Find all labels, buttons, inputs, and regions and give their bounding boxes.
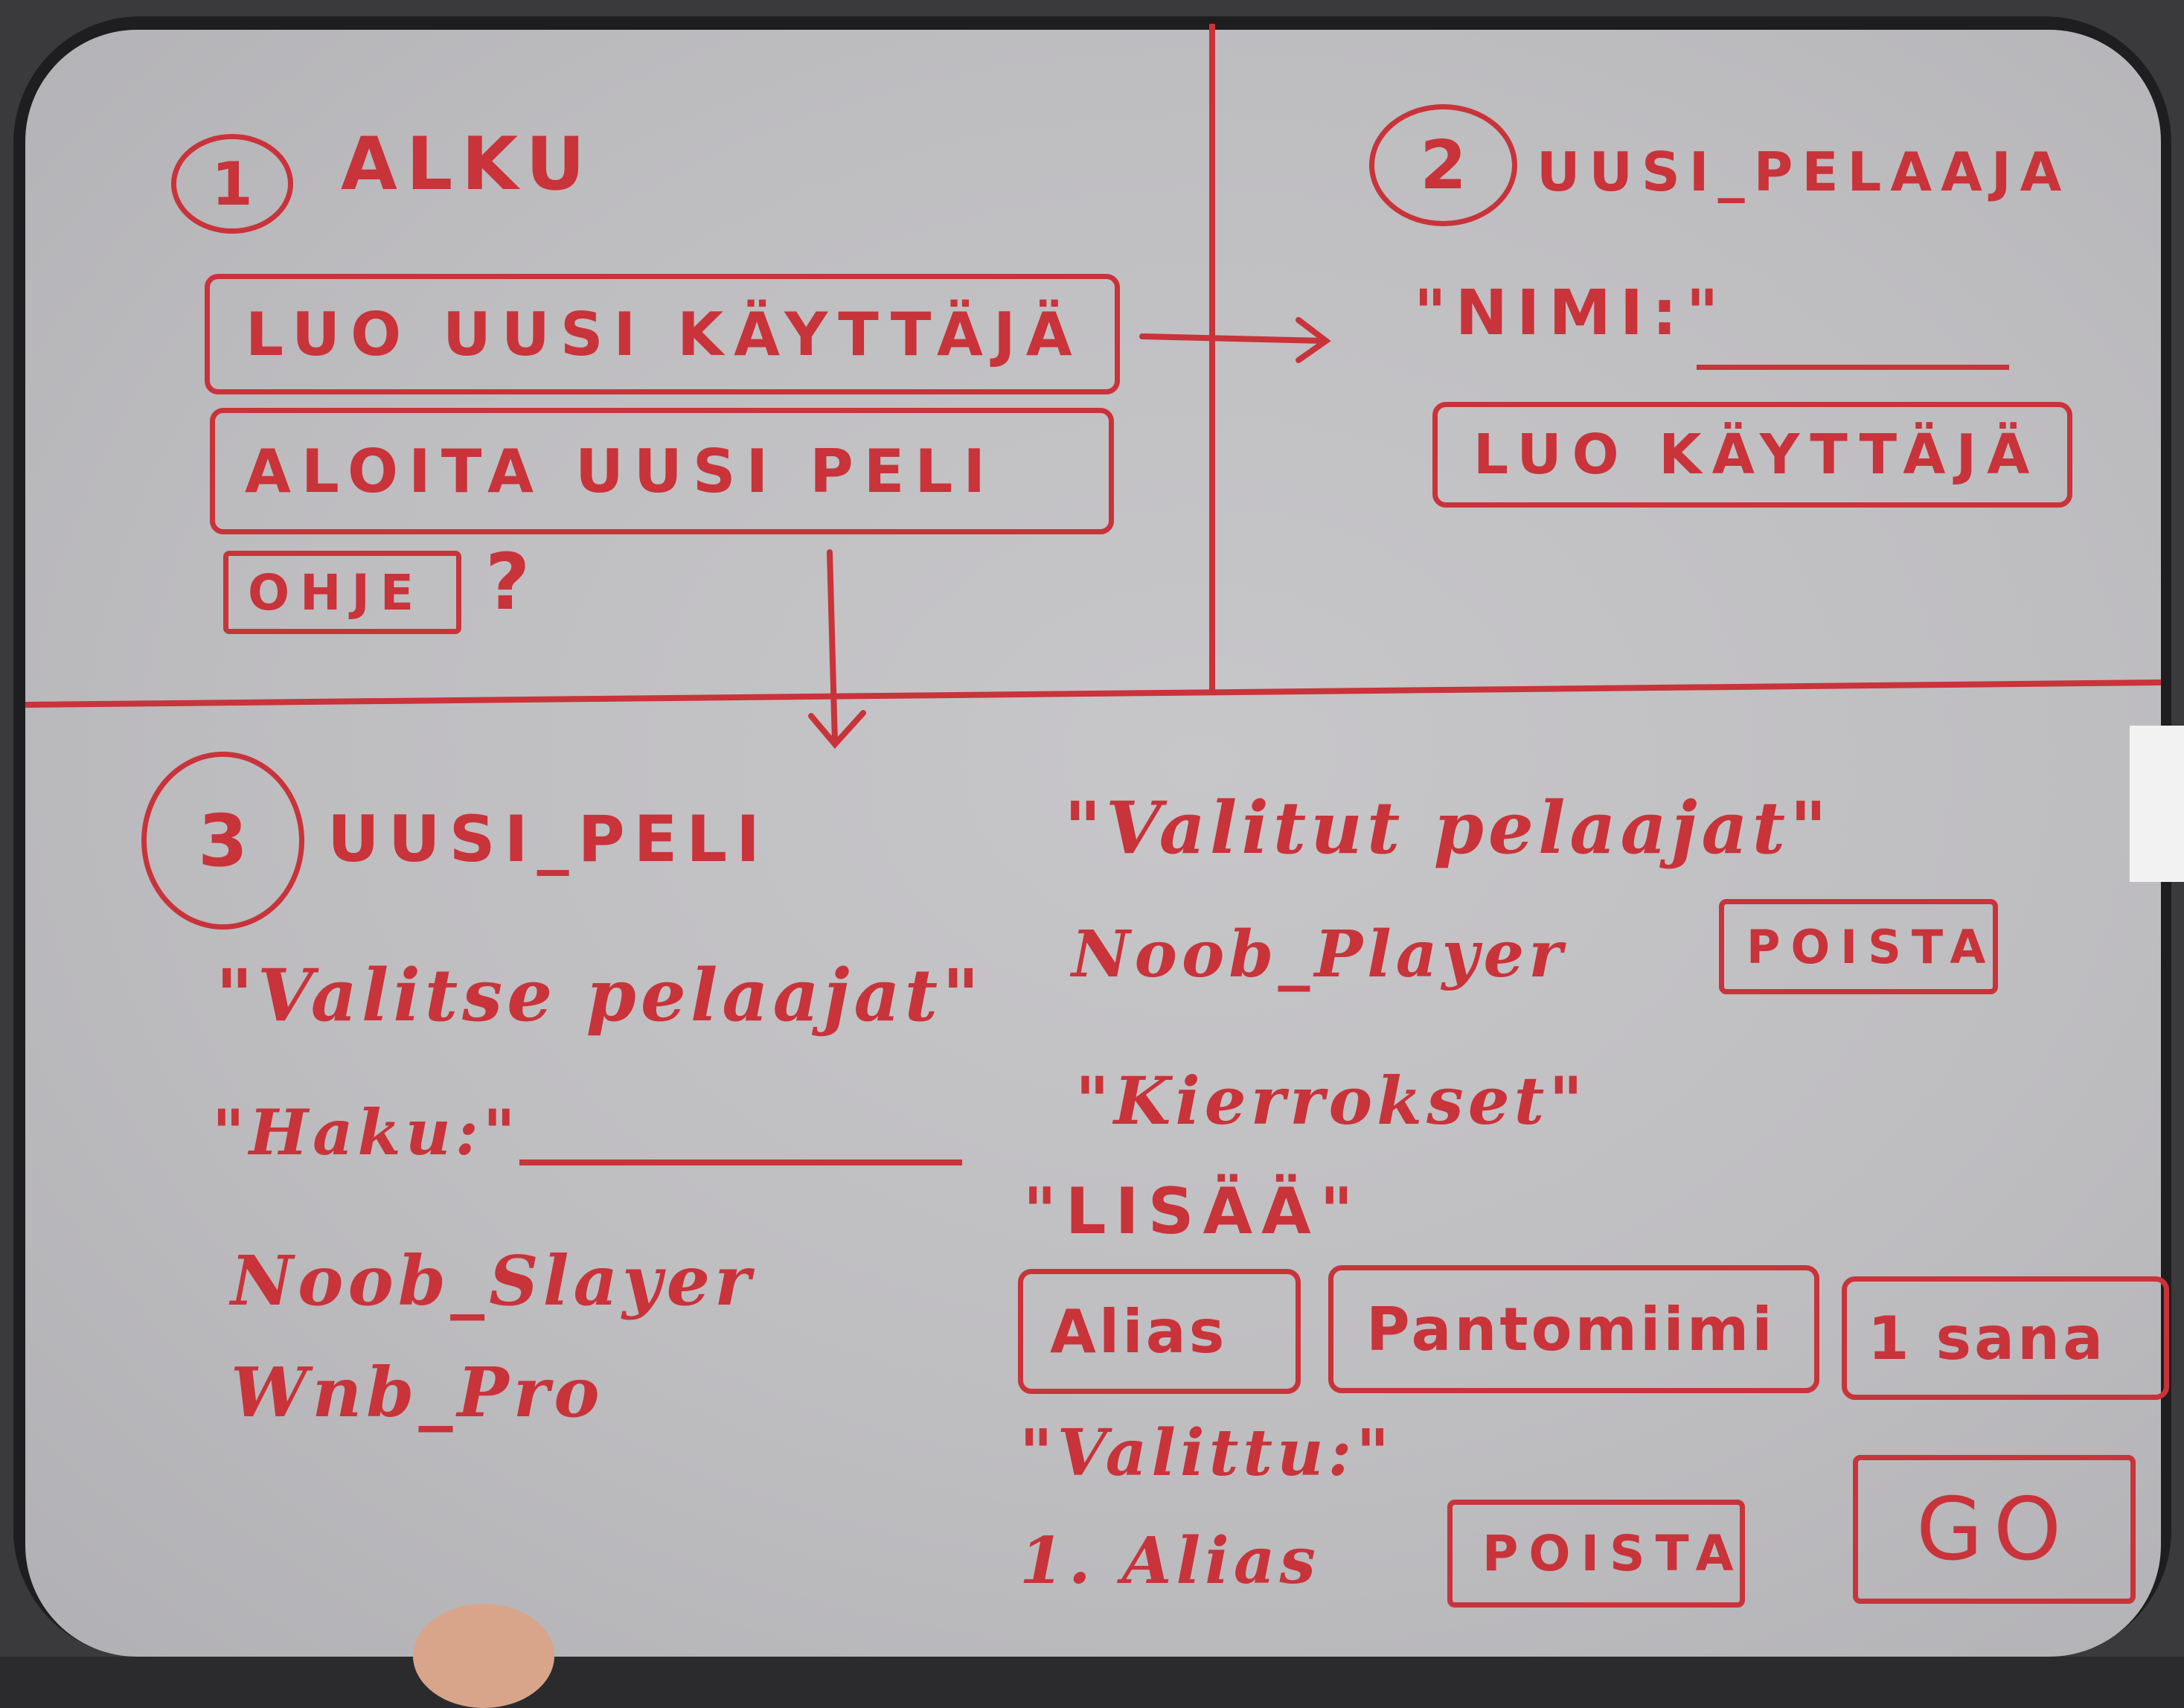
create-user-button-label: LUO UUSI KÄYTTÄJÄ [246,299,1083,369]
player-list-item[interactable]: Noob_Slayer [231,1241,755,1321]
vertical-divider [1209,24,1215,690]
choose-players-label: "Valitse pelaajat" [216,953,984,1037]
screen2-number-text: 2 [1420,126,1467,205]
name-label: "NIMI:" [1414,276,1728,349]
create-account-button-label: LUO KÄYTTÄJÄ [1473,423,2040,487]
arrow-to-screen3 [827,549,838,746]
search-label: "Haku:" [212,1096,520,1169]
round-type-alias-button[interactable]: Alias [1018,1269,1301,1394]
arrows [808,317,1331,749]
selected-players-label: "Valitut pelaajat" [1064,786,1832,870]
selected-player-name: Noob_Player [1072,917,1567,992]
help-question-mark: ? [485,537,539,627]
create-account-button[interactable]: LUO KÄYTTÄJÄ [1432,402,2072,508]
chosen-item: 1. Alias [1019,1523,1320,1599]
board-clip [2130,726,2184,882]
add-label: "LISÄÄ" [1023,1174,1362,1249]
screen3-title: UUSI_PELI [327,802,769,877]
start-game-button-label: ALOITA UUSI PELI [245,436,996,506]
screen2-title: UUSI_PELAAJA [1537,141,2071,203]
name-input-line[interactable] [1697,365,2009,370]
round-type-pantomiimi-button[interactable]: Pantomiimi [1328,1265,1819,1393]
rounds-label: "Kierrokset" [1075,1062,1588,1139]
round-type-pantomiimi-label: Pantomiimi [1366,1294,1775,1364]
remove-player-button-label: POISTA [1746,919,1996,974]
arrow-to-screen2 [1139,333,1328,344]
screen2-number: 2 [1369,104,1517,226]
remove-round-button[interactable]: POISTA [1447,1500,1745,1608]
screen1-number-text: 1 [211,149,253,219]
screen1-title: ALKU [341,122,595,207]
start-game-button[interactable]: ALOITA UUSI PELI [210,408,1114,534]
round-type-1-sana-button[interactable]: 1 sana [1842,1276,2169,1400]
help-button[interactable]: OHJE [223,551,461,634]
whiteboard-surface [25,30,2161,1657]
create-user-button[interactable]: LUO UUSI KÄYTTÄJÄ [205,274,1120,394]
chosen-label: "Valittu:" [1019,1416,1394,1491]
round-type-alias-label: Alias [1050,1296,1228,1366]
round-type-1-sana-label: 1 sana [1868,1303,2107,1373]
thumb [413,1604,554,1708]
search-input-line[interactable] [519,1160,962,1165]
screen3-number: 3 [141,752,304,930]
remove-player-button[interactable]: POISTA [1719,899,1998,994]
go-button[interactable]: GO [1853,1455,2136,1604]
screen3-number-text: 3 [198,799,248,883]
help-button-label: OHJE [248,563,424,621]
screen1-number: 1 [171,134,293,234]
go-button-label: GO [1916,1479,2072,1580]
remove-round-button-label: POISTA [1482,1525,1744,1582]
player-list-item[interactable]: Wnb_Pro [231,1352,604,1433]
